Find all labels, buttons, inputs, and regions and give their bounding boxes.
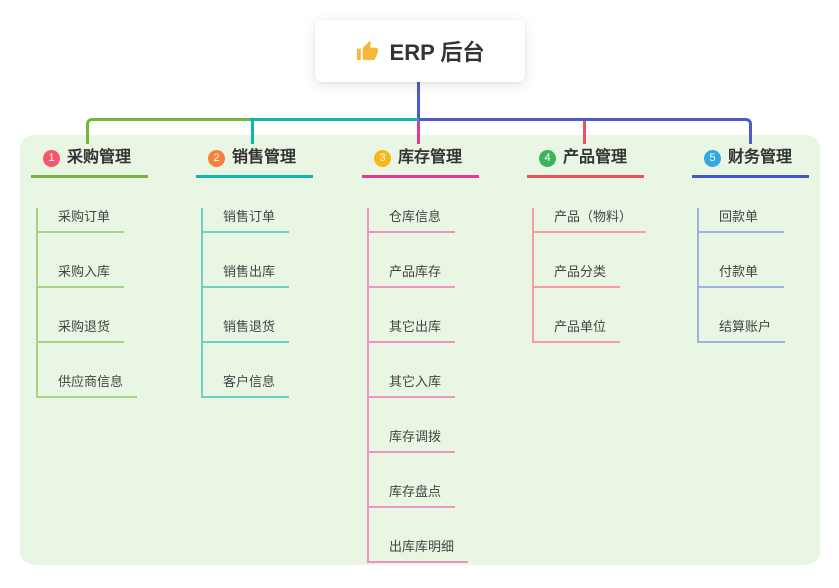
child-node[interactable]: 仓库信息 (369, 208, 456, 233)
child-node[interactable]: 产品（物料） (534, 208, 647, 233)
child-node[interactable]: 其它入库 (369, 373, 456, 398)
branch-5: 5 财务管理回款单付款单结算账户 (692, 148, 839, 343)
child-node[interactable]: 出库库明细 (369, 538, 469, 563)
branch-1-number-badge: 1 (43, 149, 60, 167)
child-node[interactable]: 客户信息 (203, 373, 290, 398)
child-node[interactable]: 销售订单 (203, 208, 290, 233)
branch-5-header[interactable]: 5 财务管理 (692, 148, 809, 178)
thumbs-up-icon (356, 40, 379, 63)
branch-1-label: 采购管理 (67, 149, 132, 166)
branch-1: 1 采购管理采购订单采购入库采购退货供应商信息 (31, 148, 191, 398)
child-node[interactable]: 销售退货 (203, 318, 290, 343)
child-node[interactable]: 结算账户 (699, 318, 786, 343)
branch-5-children: 回款单付款单结算账户 (697, 208, 839, 343)
connector-root-stem (417, 82, 420, 121)
branch-3: 3 库存管理仓库信息产品库存其它出库其它入库库存调拨库存盘点出库库明细 (362, 148, 522, 563)
child-node[interactable]: 付款单 (699, 263, 784, 288)
branch-3-number-badge: 3 (374, 149, 391, 167)
child-node[interactable]: 产品分类 (534, 263, 621, 288)
connector-branch-3 (417, 121, 420, 144)
child-node[interactable]: 采购退货 (38, 318, 125, 343)
branch-4-number-badge: 4 (539, 149, 556, 167)
branches-panel (20, 135, 820, 565)
branch-2-children: 销售订单销售出库销售退货客户信息 (201, 208, 356, 398)
branch-4-header[interactable]: 4 产品管理 (527, 148, 644, 178)
connector-branch-1 (86, 118, 252, 144)
connector-branch-2 (251, 118, 254, 144)
branch-1-children: 采购订单采购入库采购退货供应商信息 (36, 208, 191, 398)
child-node[interactable]: 库存盘点 (369, 483, 456, 508)
child-node[interactable]: 销售出库 (203, 263, 290, 288)
branch-2: 2 销售管理销售订单销售出库销售退货客户信息 (196, 148, 356, 398)
branch-3-children: 仓库信息产品库存其它出库其它入库库存调拨库存盘点出库库明细 (367, 208, 522, 563)
child-node[interactable]: 供应商信息 (38, 373, 138, 398)
branch-3-label: 库存管理 (398, 149, 463, 166)
branch-3-header[interactable]: 3 库存管理 (362, 148, 479, 178)
branch-2-header[interactable]: 2 销售管理 (196, 148, 313, 178)
root-title: ERP 后台 (389, 40, 485, 65)
child-node[interactable]: 库存调拨 (369, 428, 456, 453)
branch-4-children: 产品（物料） 产品分类产品单位 (532, 208, 687, 343)
branch-5-label: 财务管理 (728, 149, 793, 166)
child-node[interactable]: 产品库存 (369, 263, 456, 288)
child-node[interactable]: 采购入库 (38, 263, 125, 288)
branch-1-header[interactable]: 1 采购管理 (31, 148, 148, 178)
connector-teal-trunk (250, 118, 420, 121)
branch-4-label: 产品管理 (563, 149, 628, 166)
child-node[interactable]: 采购订单 (38, 208, 125, 233)
branch-2-label: 销售管理 (232, 149, 297, 166)
branch-4: 4 产品管理产品（物料） 产品分类产品单位 (527, 148, 687, 343)
branch-2-number-badge: 2 (208, 149, 225, 167)
connector-branch-4 (583, 121, 586, 144)
root-node[interactable]: ERP 后台 (315, 20, 525, 82)
connector-branch-5 (419, 118, 752, 144)
child-node[interactable]: 产品单位 (534, 318, 621, 343)
child-node[interactable]: 其它出库 (369, 318, 456, 343)
branch-5-number-badge: 5 (704, 149, 721, 167)
child-node[interactable]: 回款单 (699, 208, 784, 233)
